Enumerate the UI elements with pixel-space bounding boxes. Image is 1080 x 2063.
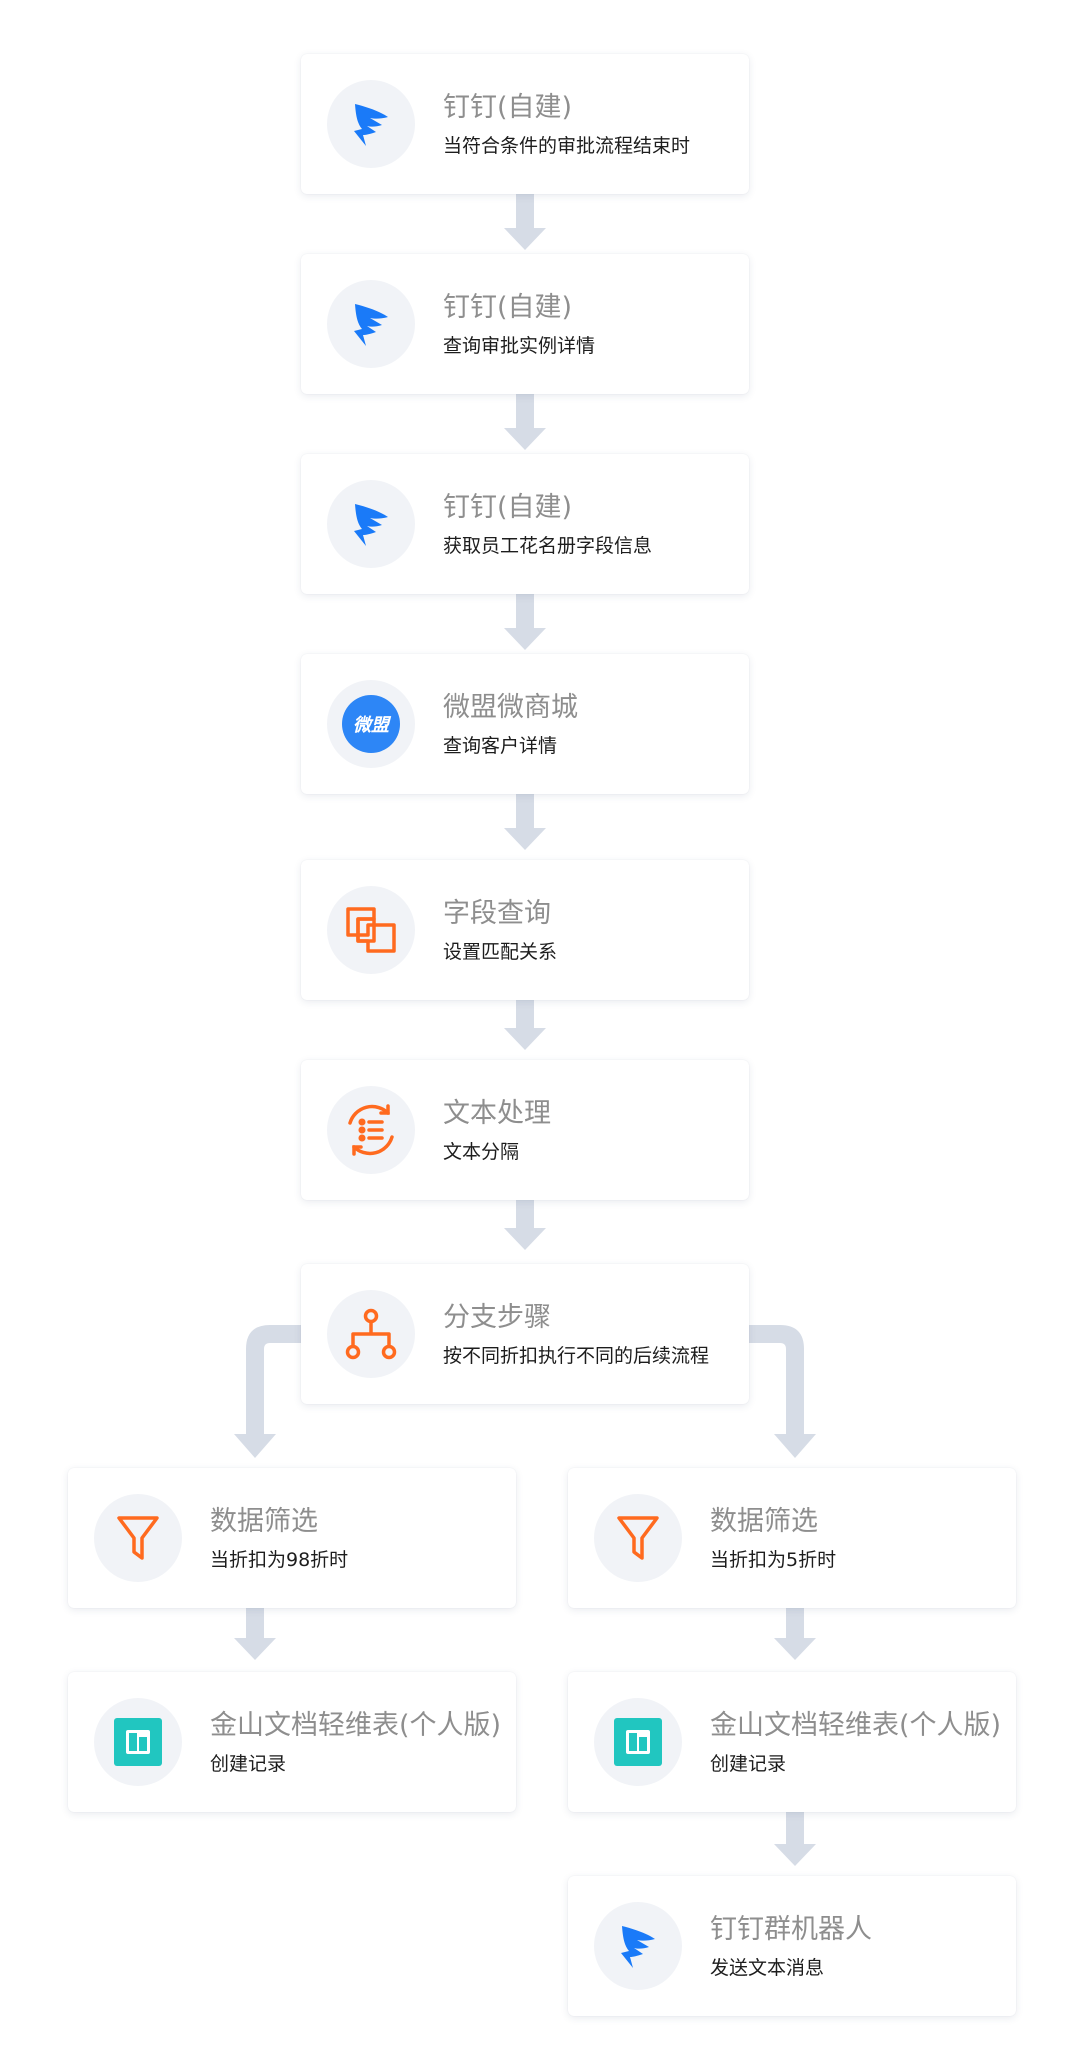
connector-arrow	[504, 194, 546, 250]
node-title: 数据筛选	[210, 1506, 318, 1537]
step-node[interactable]: 钉钉(自建) 获取员工花名册字段信息	[301, 454, 749, 594]
kingsoft-sheet-icon	[594, 1698, 682, 1786]
connector-arrow	[234, 1604, 276, 1660]
dingtalk-icon	[327, 80, 415, 168]
kingsoft-sheet-icon	[94, 1698, 182, 1786]
branch-icon	[327, 1290, 415, 1378]
step-node[interactable]: 钉钉(自建) 查询审批实例详情	[301, 254, 749, 394]
node-title: 微盟微商城	[443, 692, 578, 723]
node-subtitle: 查询客户详情	[443, 735, 558, 757]
node-subtitle: 创建记录	[710, 1753, 787, 1775]
step-node[interactable]: 文本处理 文本分隔	[301, 1060, 749, 1200]
node-title: 金山文档轻维表(个人版)	[710, 1710, 1002, 1741]
connector-arrow	[504, 1194, 546, 1250]
filter-icon	[594, 1494, 682, 1582]
step-node[interactable]: 数据筛选 当折扣为98折时	[68, 1468, 516, 1608]
node-subtitle: 文本分隔	[443, 1141, 520, 1163]
step-node[interactable]: 钉钉(自建) 当符合条件的审批流程结束时	[301, 54, 749, 194]
text-process-icon	[327, 1086, 415, 1174]
node-title: 金山文档轻维表(个人版)	[210, 1710, 502, 1741]
connector-arrow	[504, 794, 546, 850]
connector-arrow	[504, 594, 546, 650]
node-subtitle: 按不同折扣执行不同的后续流程	[443, 1345, 710, 1367]
branch-connector-left	[234, 1325, 301, 1458]
weimeng-icon: 微盟	[327, 680, 415, 768]
node-title: 数据筛选	[710, 1506, 818, 1537]
connector-arrow	[504, 394, 546, 450]
node-title: 钉钉(自建)	[443, 492, 573, 523]
branch-connector-right	[749, 1325, 816, 1458]
step-node[interactable]: 金山文档轻维表(个人版) 创建记录	[568, 1672, 1016, 1812]
node-title: 字段查询	[443, 898, 551, 929]
step-node[interactable]: 钉钉群机器人 发送文本消息	[568, 1876, 1016, 2016]
field-query-icon	[327, 886, 415, 974]
filter-icon	[94, 1494, 182, 1582]
step-node[interactable]: 数据筛选 当折扣为5折时	[568, 1468, 1016, 1608]
step-node-branch[interactable]: 分支步骤 按不同折扣执行不同的后续流程	[301, 1264, 749, 1404]
connector-arrow	[774, 1810, 816, 1866]
connector-arrow	[774, 1604, 816, 1660]
node-subtitle: 设置匹配关系	[443, 941, 558, 963]
step-node[interactable]: 金山文档轻维表(个人版) 创建记录	[68, 1672, 516, 1812]
node-subtitle: 发送文本消息	[710, 1957, 825, 1979]
node-title: 钉钉群机器人	[710, 1914, 872, 1945]
dingtalk-icon	[327, 280, 415, 368]
node-subtitle: 查询审批实例详情	[443, 335, 596, 357]
node-title: 钉钉(自建)	[443, 292, 573, 323]
step-node[interactable]: 字段查询 设置匹配关系	[301, 860, 749, 1000]
step-node[interactable]: 微盟 微盟微商城 查询客户详情	[301, 654, 749, 794]
node-title: 分支步骤	[443, 1302, 551, 1333]
dingtalk-icon	[327, 480, 415, 568]
weimeng-logo-text: 微盟	[353, 715, 392, 736]
node-title: 钉钉(自建)	[443, 92, 573, 123]
dingtalk-icon	[594, 1902, 682, 1990]
node-subtitle: 创建记录	[210, 1753, 287, 1775]
node-subtitle: 当折扣为5折时	[710, 1549, 837, 1571]
node-subtitle: 当折扣为98折时	[210, 1549, 349, 1571]
node-title: 文本处理	[443, 1098, 551, 1129]
node-subtitle: 当符合条件的审批流程结束时	[443, 135, 691, 157]
node-subtitle: 获取员工花名册字段信息	[443, 535, 653, 557]
connector-arrow	[504, 994, 546, 1050]
